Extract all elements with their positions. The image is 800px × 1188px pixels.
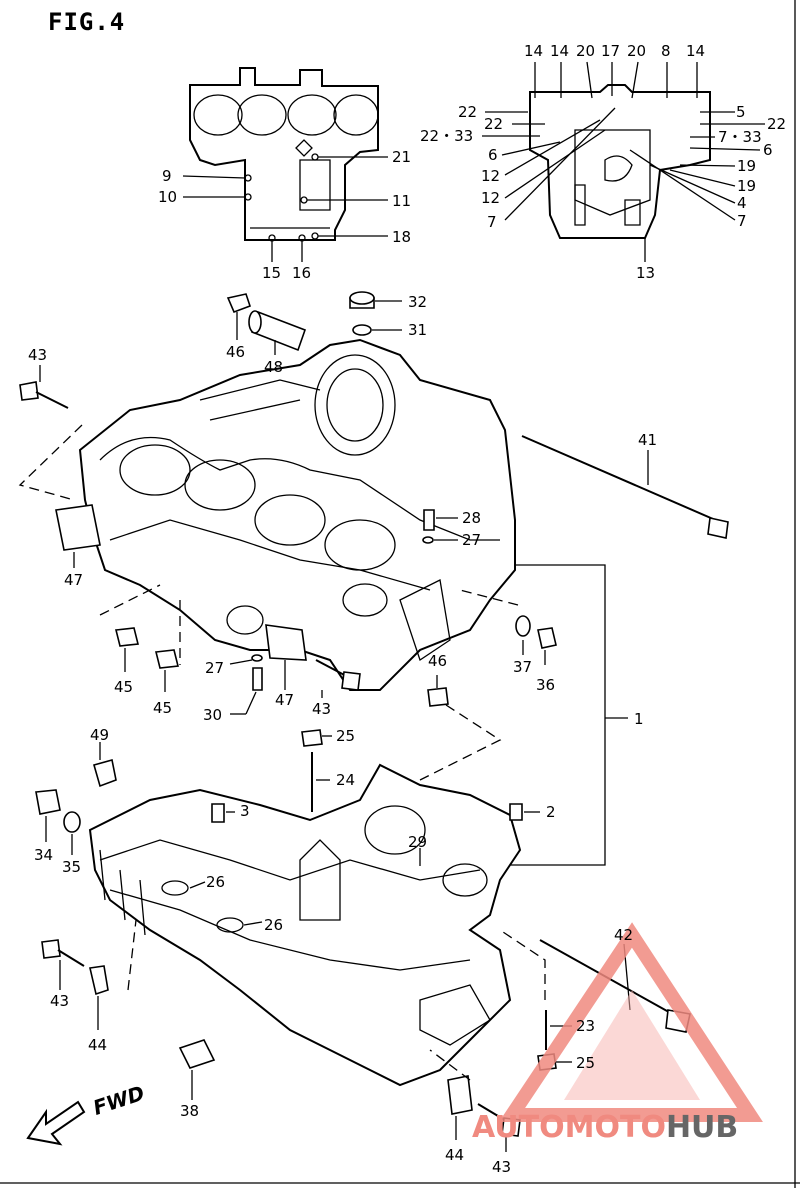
callout-c32: 32: [408, 293, 427, 311]
callout-c30: 30: [203, 706, 222, 724]
callout-u18: 18: [392, 228, 411, 246]
figure-title: FIG.4: [48, 8, 126, 36]
callout-c27a: 27: [462, 531, 481, 549]
callout-r22c: 22: [767, 115, 786, 133]
callout-r4: 4: [737, 194, 747, 212]
callout-r8: 8: [661, 42, 671, 60]
upper-crankcase: [78, 338, 516, 691]
callout-c37: 37: [513, 658, 532, 676]
callout-c25a: 25: [336, 727, 355, 745]
callout-c35: 35: [62, 858, 81, 876]
callout-u11: 11: [392, 192, 411, 210]
callout-r6b: 6: [763, 141, 773, 159]
callout-c41: 41: [638, 431, 657, 449]
callout-c38: 38: [180, 1102, 199, 1120]
callout-c29: 29: [408, 833, 427, 851]
forward-arrow: FWD: [26, 1081, 147, 1146]
callout-c3: 3: [240, 802, 250, 820]
callout-r19a: 19: [737, 157, 756, 175]
callout-u9: 9: [162, 167, 172, 185]
callout-c26a: 26: [206, 873, 225, 891]
callout-c43b: 43: [312, 700, 331, 718]
callout-u21: 21: [392, 148, 411, 166]
callout-c45b: 45: [153, 699, 172, 717]
callout-c46a: 46: [226, 343, 245, 361]
callout-u15: 15: [262, 264, 281, 282]
callout-r12b: 12: [481, 189, 500, 207]
fwd-label: FWD: [90, 1081, 147, 1120]
callout-c1: 1: [634, 710, 644, 728]
callout-c27b: 27: [205, 659, 224, 677]
callout-r5: 5: [736, 103, 746, 121]
callout-r2233a: 22・33: [420, 127, 473, 145]
callout-r17: 17: [601, 42, 620, 60]
callout-c44b: 44: [445, 1146, 464, 1164]
leader-lines: [18, 300, 649, 1152]
lower-crankcase-inset: [482, 61, 765, 262]
callout-r6a: 6: [488, 146, 498, 164]
watermark-brand-b: HUB: [665, 1110, 739, 1145]
callout-c47a: 47: [64, 571, 83, 589]
callout-c28: 28: [462, 509, 481, 527]
callout-u16: 16: [292, 264, 311, 282]
callout-c46b: 46: [428, 652, 447, 670]
callout-c31: 31: [408, 321, 427, 339]
callout-r14b: 14: [550, 42, 569, 60]
watermark-text-auto: AUTOMOTOHUB: [472, 1110, 738, 1145]
callout-c36: 36: [536, 676, 555, 694]
callout-r20b: 20: [627, 42, 646, 60]
callout-c49: 49: [90, 726, 109, 744]
callout-r22a: 22: [458, 103, 477, 121]
callout-c47b: 47: [275, 691, 294, 709]
callout-r12a: 12: [481, 167, 500, 185]
callout-r7a: 7: [487, 213, 497, 231]
lower-crankcase: [88, 763, 522, 1087]
callout-u10: 10: [158, 188, 177, 206]
callout-c34: 34: [34, 846, 53, 864]
callout-c45a: 45: [114, 678, 133, 696]
callout-c26b: 26: [264, 916, 283, 934]
callout-c24: 24: [336, 771, 355, 789]
callout-r7b: 7: [737, 212, 747, 230]
callout-r20a: 20: [576, 42, 595, 60]
callout-r14a: 14: [524, 42, 543, 60]
callout-c43a: 43: [28, 346, 47, 364]
upper-crankcase-inset: [182, 67, 388, 262]
watermark-logo: [498, 922, 763, 1122]
callout-r22b: 22: [484, 115, 503, 133]
callout-c48: 48: [264, 358, 283, 376]
callout-r733: 7・33: [718, 128, 762, 146]
callout-c43d: 43: [492, 1158, 511, 1176]
callout-c23: 23: [576, 1017, 595, 1035]
callout-r14c: 14: [686, 42, 705, 60]
callout-c43c: 43: [50, 992, 69, 1010]
callout-c44a: 44: [88, 1036, 107, 1054]
callout-c25b: 25: [576, 1054, 595, 1072]
callout-r19b: 19: [737, 177, 756, 195]
callout-c2: 2: [546, 803, 556, 821]
watermark-brand-a: AUTOMOTO: [472, 1110, 666, 1145]
callout-r13: 13: [636, 264, 655, 282]
callout-c42: 42: [614, 926, 633, 944]
